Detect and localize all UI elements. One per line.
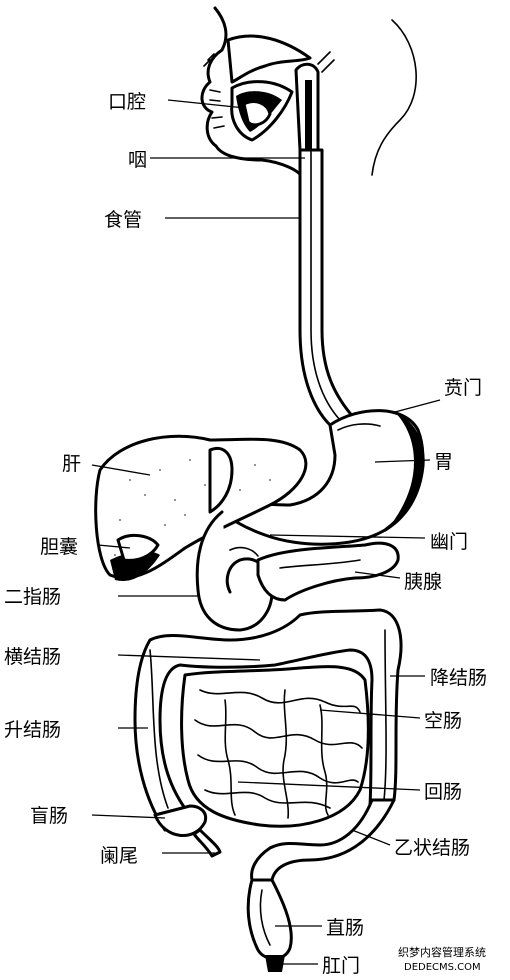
label-sigmoid-colon: 乙状结肠 — [394, 837, 470, 859]
label-stomach: 胃 — [434, 451, 453, 473]
label-ileum: 回肠 — [424, 781, 462, 803]
label-cecum: 盲肠 — [30, 805, 68, 827]
leader-ileum — [237, 781, 421, 791]
leader-jejunum — [319, 709, 421, 719]
gallbladder-shape — [116, 533, 160, 562]
leader-pylorus — [269, 534, 426, 539]
leader-mouth — [167, 99, 246, 109]
watermark-line1: 织梦内容管理系统 — [398, 945, 486, 959]
leader-pancreas — [354, 571, 401, 579]
pancreas-shape — [256, 541, 400, 602]
head-illustration — [200, 6, 417, 180]
duodenum-shape — [195, 510, 274, 632]
label-liver: 肝 — [62, 453, 81, 475]
label-pancreas: 胰腺 — [404, 571, 442, 593]
esophagus-tube — [298, 148, 356, 427]
leader-gallbladder — [97, 544, 131, 549]
label-duodenum: 二指肠 — [4, 586, 61, 608]
label-esophagus: 食管 — [104, 209, 142, 231]
leader-cecum — [91, 814, 166, 819]
leader-cardia — [394, 399, 441, 413]
leader-liver — [91, 464, 151, 476]
rectum-shape — [246, 878, 293, 972]
watermark-line2: DEDECMS.COM — [404, 962, 481, 973]
leader-transverse-colon — [117, 654, 261, 661]
small-intestine-shape — [180, 665, 370, 828]
label-descending-colon: 降结肠 — [430, 667, 487, 689]
leader-stomach — [374, 459, 431, 463]
label-cardia: 贲门 — [444, 377, 482, 399]
label-mouth: 口腔 — [108, 91, 146, 113]
label-transverse-colon: 横结肠 — [4, 646, 61, 668]
label-pharynx: 咽 — [128, 149, 147, 171]
label-pylorus: 幽门 — [430, 531, 468, 553]
stomach-shape — [220, 409, 425, 546]
watermark: 织梦内容管理系统 DEDECMS.COM — [398, 945, 486, 973]
colon-shape — [133, 608, 403, 882]
label-rectum: 直肠 — [326, 917, 364, 939]
label-ascending-colon: 升结肠 — [4, 719, 61, 741]
label-anus: 肛门 — [322, 955, 360, 977]
leader-sigmoid-colon — [351, 829, 391, 846]
leader-lines — [91, 99, 441, 965]
label-gallbladder: 胆囊 — [40, 536, 78, 558]
label-jejunum: 空肠 — [424, 710, 462, 732]
labels: 口腔 咽 食管 贲门 胃 肝 胆囊 幽门 胰腺 二指肠 横结肠 降结肠 升结肠 … — [4, 91, 487, 977]
label-appendix: 阑尾 — [100, 845, 138, 867]
